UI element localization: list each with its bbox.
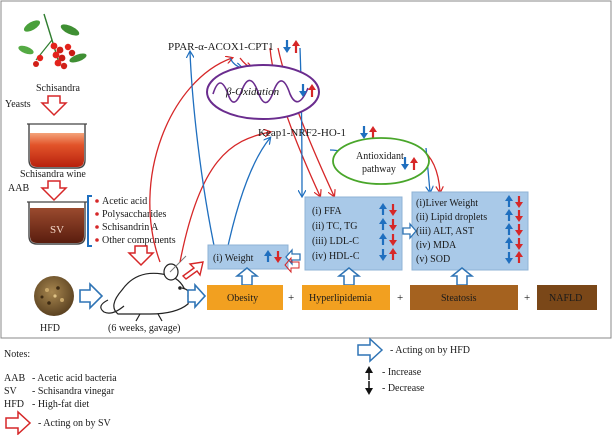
liver-item: (v) SOD: [416, 254, 450, 265]
schisandra-label: Schisandra: [36, 83, 80, 94]
decrease-legend-icon: [365, 381, 373, 395]
antioxidant-indicators: [401, 157, 418, 170]
wine-beaker-icon: [27, 123, 87, 169]
sv-arrow-icon: [127, 245, 155, 267]
liver-item: (iv) MDA: [416, 240, 457, 251]
increase-icon: [505, 209, 513, 221]
increase-icon: [505, 195, 513, 207]
beta-oxidation-indicators: [299, 84, 316, 97]
increase-icon: [505, 237, 513, 249]
lipid-box: [304, 196, 403, 271]
steatosis-box: [410, 285, 518, 310]
schisandra-berries-icon: [18, 13, 87, 70]
decrease-icon: [389, 219, 397, 231]
plus-sign: +: [288, 292, 294, 304]
decrease-legend-text: - Decrease: [382, 383, 425, 394]
beta-oxidation-label: β-Oxidation: [225, 86, 280, 98]
note-row: SV- Schisandra vinegar: [4, 386, 115, 397]
liver-item: (iii) ALT, AST: [416, 226, 474, 237]
increase-icon: [379, 218, 387, 230]
component-item: Polysaccharides: [102, 209, 167, 220]
components-bracket: [87, 195, 92, 247]
ppar-pathway-label: PPAR-α-ACOX1-CPT1: [168, 41, 274, 53]
ppar-indicators: [283, 40, 300, 53]
increase-icon: [389, 248, 397, 260]
schisandra-wine-label: Schisandra wine: [20, 169, 86, 180]
decrease-icon: [515, 238, 523, 250]
note-row: AAB- Acetic acid bacteria: [4, 373, 117, 384]
component-bullet: [95, 212, 99, 216]
hfd-arrow-icon: [336, 267, 362, 286]
lipid-item: (iv) HDL-C: [312, 251, 360, 262]
increase-legend-icon: [365, 366, 373, 380]
keap1-indicators: [360, 126, 377, 139]
hfd-arrow-icon: [449, 267, 475, 286]
liver-item: (i)Liver Weight: [416, 198, 478, 209]
decrease-icon: [515, 196, 523, 208]
component-bullet: [95, 238, 99, 242]
antioxidant-label-2: pathway: [362, 164, 396, 175]
decrease-icon: [515, 224, 523, 236]
sv-arrow-icon: [40, 95, 68, 117]
hfd-arrow-icon: [79, 282, 104, 310]
obesity-box: [207, 285, 283, 310]
component-item: Acetic acid: [102, 196, 147, 207]
decrease-icon: [505, 252, 513, 264]
beta-oxidation-organelle: [206, 64, 320, 120]
liver-item: (ii) Lipid droplets: [416, 212, 487, 223]
hfd-arrow-icon: [284, 256, 300, 274]
increase-icon: [379, 233, 387, 245]
lipid-item: (ii) TC, TG: [312, 221, 357, 232]
hfd-arrow-icon: [187, 282, 207, 310]
decrease-icon: [515, 210, 523, 222]
increase-icon: [379, 203, 387, 215]
sv-arrow-icon: [181, 261, 204, 280]
note-row: HFD- High-fat diet: [4, 399, 90, 410]
lipid-item: (i) FFA: [312, 206, 342, 217]
hyperlipidemia-box: [302, 285, 390, 310]
vinegar-beaker-icon: [27, 201, 87, 245]
sv-legend-text: - Acting on by SV: [38, 418, 111, 429]
increase-icon: [515, 251, 523, 263]
weight-item: (i) Weight: [213, 253, 254, 264]
yeasts-label: Yeasts: [5, 99, 31, 110]
figure-frame: [0, 0, 612, 339]
nafld-label: NAFLD: [549, 293, 582, 304]
hfd-arrow-icon: [234, 267, 260, 286]
increase-icon: [505, 223, 513, 235]
gavage-label: (6 weeks, gavage): [108, 323, 180, 334]
keap1-pathway-label: Keap1-NRF2-HO-1: [258, 127, 346, 139]
hfd-legend-text: - Acting on by HFD: [390, 345, 470, 356]
component-bullet: [95, 225, 99, 229]
decrease-icon: [389, 204, 397, 216]
sv-legend-arrow-icon: [5, 410, 32, 435]
antioxidant-label-1: Antioxidant: [356, 151, 404, 162]
hfd-legend-arrow-icon: [357, 337, 384, 363]
steatosis-label: Steatosis: [441, 293, 477, 304]
increase-icon: [264, 250, 272, 262]
hfd-arrow-icon: [402, 222, 417, 240]
decrease-icon: [379, 249, 387, 261]
component-item: Other components: [102, 235, 176, 246]
plus-sign: +: [524, 292, 530, 304]
hfd-pellets-icon: [34, 276, 74, 316]
decrease-icon: [389, 234, 397, 246]
component-bullet: [95, 199, 99, 203]
aab-label: AAB: [8, 183, 29, 194]
sv-beaker-label: SV: [50, 224, 64, 236]
plus-sign: +: [397, 292, 403, 304]
hyperlipidemia-label: Hyperlipidemia: [309, 293, 372, 304]
notes-title: Notes:: [4, 349, 31, 360]
nafld-box: [537, 285, 597, 310]
increase-legend-text: - Increase: [382, 367, 422, 378]
hfd-label: HFD: [40, 323, 60, 334]
obesity-label: Obesity: [227, 293, 258, 304]
sv-arrow-icon: [40, 180, 68, 202]
component-item: Schisandrin A: [102, 222, 159, 233]
antioxidant-ring: [332, 137, 430, 185]
mouse-icon: [100, 255, 191, 322]
decrease-icon: [274, 251, 282, 263]
lipid-item: (iii) LDL-C: [312, 236, 359, 247]
